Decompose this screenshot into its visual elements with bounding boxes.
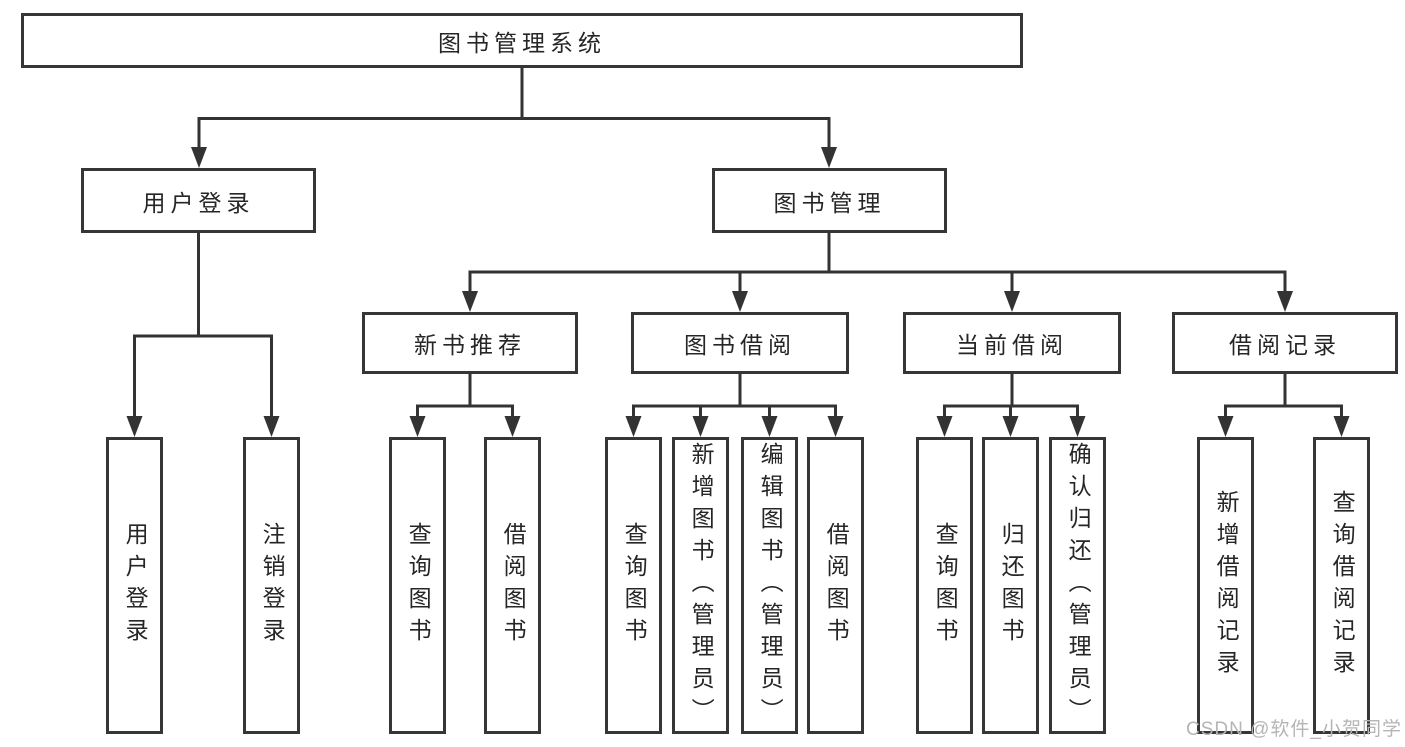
node-book-management: 图书管理 xyxy=(712,168,947,233)
node-user-login: 用户登录 xyxy=(81,168,316,233)
leaf-borrow-borrow-books-label: 借阅图书 xyxy=(823,521,850,650)
node-new-book-recommend: 新书推荐 xyxy=(362,312,578,374)
leaf-current-return-books-label: 归还图书 xyxy=(998,521,1025,650)
leaf-user-login-label: 用户登录 xyxy=(122,521,149,650)
leaf-record-add-label: 新增借阅记录 xyxy=(1213,489,1240,682)
leaf-record-query-label: 查询借阅记录 xyxy=(1329,489,1356,682)
leaf-logout: 注销登录 xyxy=(243,437,300,734)
csdn-watermark: CSDN @软件_小贺同学 xyxy=(1186,719,1402,740)
node-current-borrow: 当前借阅 xyxy=(903,312,1121,374)
leaf-borrow-query-books: 查询图书 xyxy=(605,437,662,734)
leaf-current-query-books: 查询图书 xyxy=(916,437,973,734)
leaf-borrow-edit-books-admin: 编辑图书（管理员） xyxy=(741,437,798,734)
leaf-newbook-query-books: 查询图书 xyxy=(389,437,446,734)
leaf-borrow-borrow-books: 借阅图书 xyxy=(807,437,864,734)
leaf-record-add: 新增借阅记录 xyxy=(1197,437,1254,734)
node-borrow-record: 借阅记录 xyxy=(1172,312,1398,374)
leaf-newbook-borrow-books: 借阅图书 xyxy=(484,437,541,734)
arrowheads xyxy=(126,147,1350,437)
node-book-borrow: 图书借阅 xyxy=(631,312,849,374)
leaf-record-query: 查询借阅记录 xyxy=(1313,437,1370,734)
leaf-user-login: 用户登录 xyxy=(106,437,163,734)
leaf-current-query-books-label: 查询图书 xyxy=(932,521,959,650)
leaf-newbook-query-books-label: 查询图书 xyxy=(405,521,432,650)
leaf-borrow-add-books-admin: 新增图书（管理员） xyxy=(672,437,729,734)
leaf-borrow-query-books-label: 查询图书 xyxy=(621,521,648,650)
leaf-logout-label: 注销登录 xyxy=(259,521,286,650)
leaf-current-confirm-return-admin: 确认归还（管理员） xyxy=(1049,437,1106,734)
leaf-borrow-add-books-admin-label: 新增图书（管理员） xyxy=(688,441,715,730)
leaf-newbook-borrow-books-label: 借阅图书 xyxy=(500,521,527,650)
leaf-current-confirm-return-admin-label: 确认归还（管理员） xyxy=(1065,441,1092,730)
leaf-borrow-edit-books-admin-label: 编辑图书（管理员） xyxy=(757,441,784,730)
leaf-current-return-books: 归还图书 xyxy=(982,437,1039,734)
node-root-system: 图书管理系统 xyxy=(21,13,1023,68)
